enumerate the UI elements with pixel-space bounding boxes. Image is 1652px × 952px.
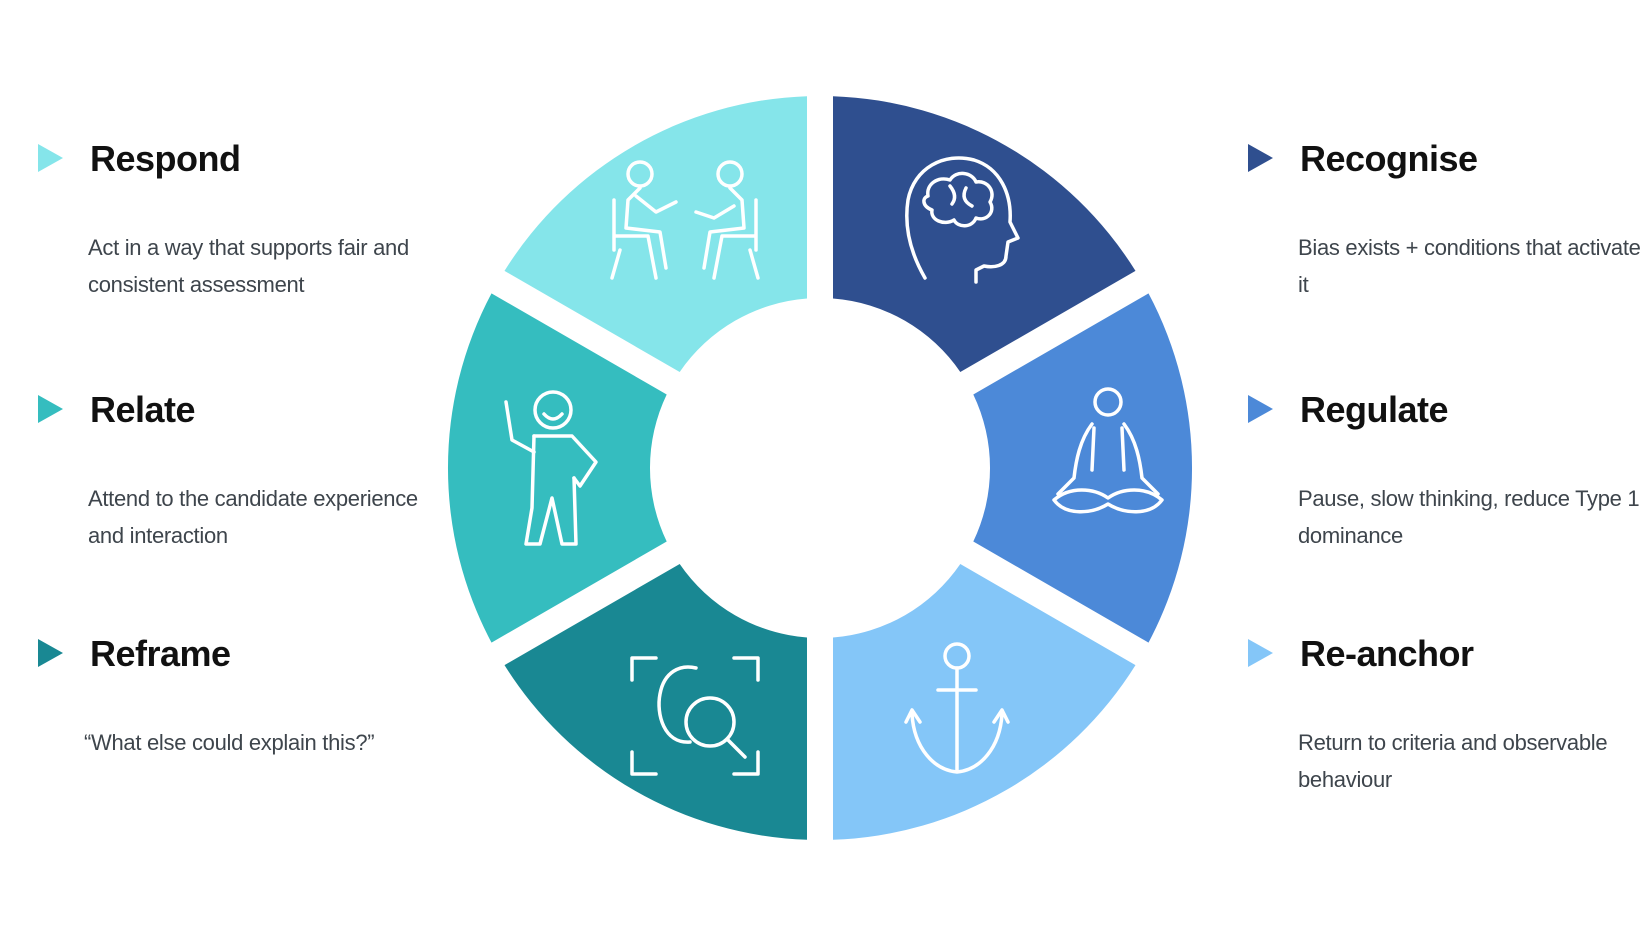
segment-re-anchor	[833, 564, 1136, 840]
segment-recognise	[833, 96, 1136, 372]
segment-regulate	[973, 293, 1193, 643]
stage-relate: Relate Attend to the candidate experienc…	[38, 386, 458, 554]
stage-description: Attend to the candidate experience and i…	[88, 486, 418, 548]
stage-title: Re-anchor	[1300, 633, 1474, 674]
stage-regulate: Regulate Pause, slow thinking, reduce Ty…	[1248, 386, 1652, 554]
triangle-marker-icon	[38, 639, 63, 667]
segment-respond	[504, 96, 807, 372]
magnifier-focus-icon	[630, 656, 760, 776]
stage-title: Recognise	[1300, 138, 1478, 179]
stage-respond: Respond Act in a way that supports fair …	[38, 135, 458, 303]
stage-title: Reframe	[90, 633, 231, 674]
triangle-marker-icon	[1248, 144, 1273, 172]
stage-title: Respond	[90, 138, 241, 179]
triangle-marker-icon	[1248, 395, 1273, 423]
stage-description: Pause, slow thinking, reduce Type 1 domi…	[1298, 486, 1640, 548]
stage-title: Regulate	[1300, 389, 1449, 430]
stage-title: Relate	[90, 389, 196, 430]
stage-description: Act in a way that supports fair and cons…	[88, 235, 409, 297]
head-brain-icon	[905, 156, 1020, 284]
stage-recognise: Recognise Bias exists + conditions that …	[1248, 135, 1652, 303]
stage-description: Return to criteria and observable behavi…	[1298, 730, 1608, 792]
two-people-seated-icon	[610, 160, 760, 280]
anchor-icon	[904, 642, 1010, 774]
triangle-marker-icon	[38, 144, 63, 172]
segment-reframe	[504, 564, 807, 840]
stage-reframe: Reframe “What else could explain this?”	[38, 630, 458, 761]
waving-person-icon	[504, 390, 598, 546]
stage-re-anchor: Re-anchor Return to criteria and observa…	[1248, 630, 1652, 798]
meditating-person-icon	[1052, 387, 1164, 514]
segment-relate	[447, 293, 667, 643]
triangle-marker-icon	[38, 395, 63, 423]
stage-description: “What else could explain this?”	[84, 730, 375, 755]
stage-description: Bias exists + conditions that activate i…	[1298, 235, 1641, 297]
triangle-marker-icon	[1248, 639, 1273, 667]
